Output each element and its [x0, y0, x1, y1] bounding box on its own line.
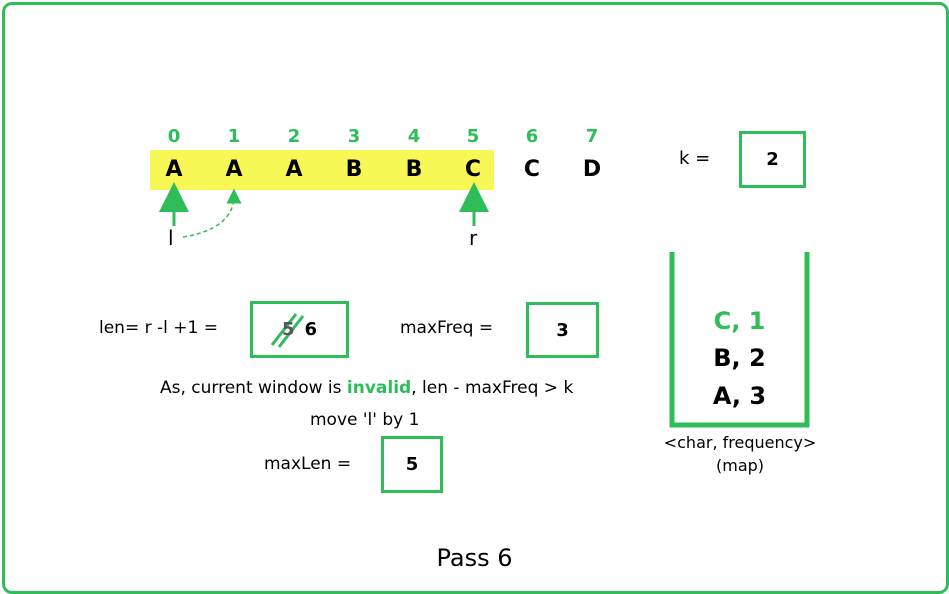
note-suffix: , len - maxFreq > k — [411, 378, 574, 398]
len-old-value: 5 — [281, 319, 295, 340]
move-left-note: move 'l' by 1 — [310, 410, 420, 430]
array-char-7: D — [582, 157, 602, 182]
note-invalid-word: invalid — [346, 378, 412, 398]
strike-line-2 — [277, 315, 305, 348]
note-prefix: As, current window is — [160, 378, 347, 398]
k-label: k = — [679, 148, 711, 169]
index-4: 4 — [407, 126, 421, 147]
invalid-window-note: As, current window is invalid, len - max… — [160, 378, 573, 398]
maxlen-value-box: 5 — [381, 436, 443, 493]
k-value-box: 2 — [739, 131, 806, 188]
array-char-3: B — [345, 157, 363, 182]
k-value: 2 — [766, 149, 779, 170]
array-char-5: C — [464, 157, 482, 182]
window-highlight — [150, 150, 494, 190]
map-bucket — [669, 252, 810, 428]
strike-line-1 — [270, 313, 298, 346]
maxlen-label: maxLen = — [264, 454, 352, 474]
right-pointer-label: r — [469, 226, 478, 250]
map-caption-type: (map) — [715, 456, 765, 475]
index-3: 3 — [347, 126, 361, 147]
map-entry-b: B, 2 — [713, 344, 766, 372]
len-value: 6 — [304, 319, 318, 340]
array-char-2: A — [285, 157, 303, 182]
maxfreq-label: maxFreq = — [400, 318, 494, 338]
maxfreq-value-box: 3 — [526, 302, 599, 358]
pass-title: Pass 6 — [436, 544, 513, 572]
move-left-dashed-arrow — [182, 188, 242, 238]
index-1: 1 — [227, 126, 241, 147]
len-value-box: 5 6 — [250, 301, 349, 358]
left-pointer-label: l — [168, 226, 174, 250]
array-char-1: A — [225, 157, 243, 182]
index-0: 0 — [167, 126, 181, 147]
array-char-6: C — [523, 157, 541, 182]
maxlen-value: 5 — [405, 454, 419, 475]
map-entry-a: A, 3 — [712, 382, 767, 410]
array-char-4: B — [405, 157, 423, 182]
map-caption: <char, frequency> — [663, 433, 817, 452]
map-entry-c: C, 1 — [713, 307, 766, 335]
maxfreq-value: 3 — [556, 319, 569, 341]
index-2: 2 — [287, 126, 301, 147]
array-char-0: A — [165, 157, 183, 182]
index-6: 6 — [525, 126, 539, 147]
len-label: len= r -l +1 = — [99, 318, 218, 338]
index-7: 7 — [585, 126, 599, 147]
index-5: 5 — [466, 126, 480, 147]
